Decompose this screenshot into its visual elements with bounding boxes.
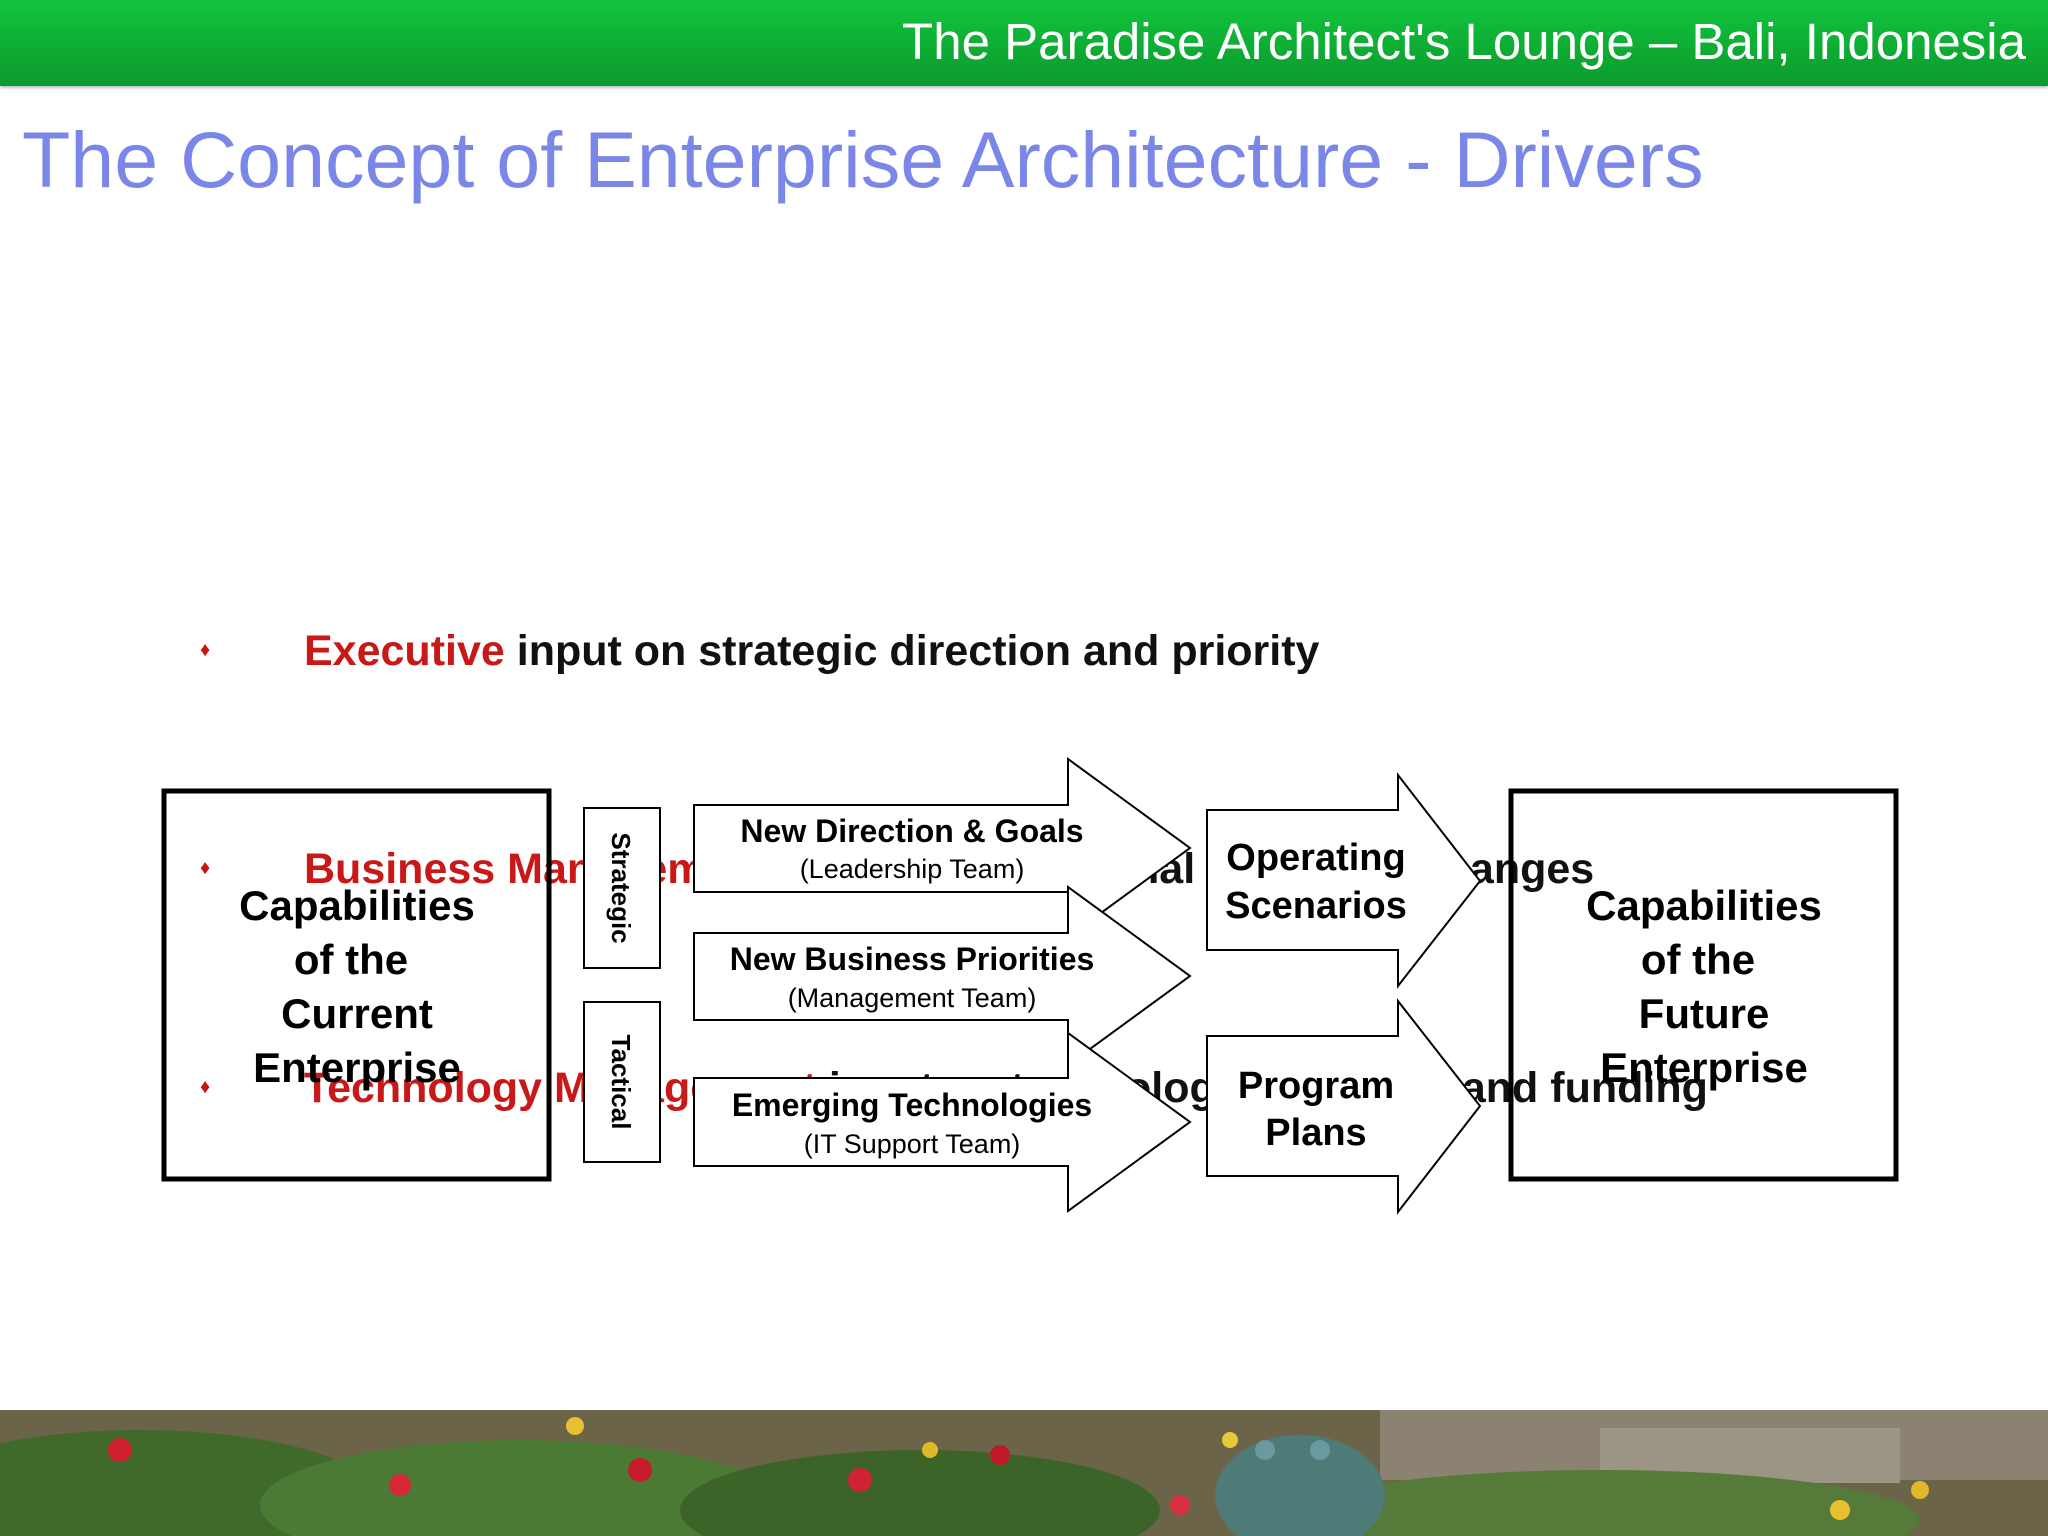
current-line-1: Capabilities xyxy=(239,882,475,929)
future-line-3: Future xyxy=(1639,990,1770,1037)
diamond-bullet-icon: ♦ xyxy=(200,1076,211,1098)
output-line-2: Scenarios xyxy=(1225,885,1407,927)
driver-arrow-direction: New Direction & Goals (Leadership Team) xyxy=(693,757,1192,939)
future-line-2: of the xyxy=(1641,936,1755,983)
output-line-2: Plans xyxy=(1265,1112,1366,1154)
bullet-highlight: Business Management xyxy=(304,845,770,893)
current-line-3: Current xyxy=(281,990,433,1037)
output-line-1: Operating xyxy=(1226,837,1405,879)
driver-title: New Direction & Goals xyxy=(740,813,1083,849)
current-line-4: Enterprise xyxy=(253,1044,461,1091)
diamond-bullet-icon: ♦ xyxy=(200,639,211,661)
current-enterprise-box: Capabilities of the Current Enterprise xyxy=(161,788,552,1182)
slide-title: The Concept of Enterprise Architecture -… xyxy=(22,115,1704,204)
output-line-1: Program xyxy=(1238,1065,1394,1107)
driver-arrow-priorities: New Business Priorities (Management Team… xyxy=(693,885,1192,1067)
garden-image xyxy=(0,1410,2048,1536)
bullet-rest: input on strategic direction and priorit… xyxy=(504,627,1320,675)
driver-title: New Business Priorities xyxy=(730,941,1095,977)
tactical-label: Tactical xyxy=(606,1035,636,1130)
driver-subtitle: (IT Support Team) xyxy=(804,1129,1021,1159)
current-line-2: of the xyxy=(294,936,408,983)
strategic-label-box: Strategic xyxy=(583,807,661,969)
future-line-1: Capabilities xyxy=(1586,882,1822,929)
output-arrow-plans: Program Plans xyxy=(1206,998,1482,1215)
bullet-highlight: Executive xyxy=(304,627,505,675)
strategic-label: Strategic xyxy=(606,832,636,943)
future-line-4: Enterprise xyxy=(1600,1044,1808,1091)
driver-subtitle: (Leadership Team) xyxy=(800,854,1025,884)
bullet-text: Executive input on strategic direction a… xyxy=(304,626,1319,676)
tactical-label-box: Tactical xyxy=(583,1001,661,1163)
header-text: The Paradise Architect's Lounge – Bali, … xyxy=(902,13,2026,70)
future-enterprise-box: Capabilities of the Future Enterprise xyxy=(1508,788,1899,1182)
diamond-bullet-icon: ♦ xyxy=(200,857,211,879)
driver-title: Emerging Technologies xyxy=(732,1087,1092,1123)
header-bar: The Paradise Architect's Lounge – Bali, … xyxy=(0,0,2048,86)
footer-garden-photo xyxy=(0,1410,2048,1536)
driver-arrow-technologies: Emerging Technologies (IT Support Team) xyxy=(693,1031,1192,1213)
driver-subtitle: (Management Team) xyxy=(788,983,1037,1013)
output-arrow-scenarios: Operating Scenarios xyxy=(1206,772,1482,989)
